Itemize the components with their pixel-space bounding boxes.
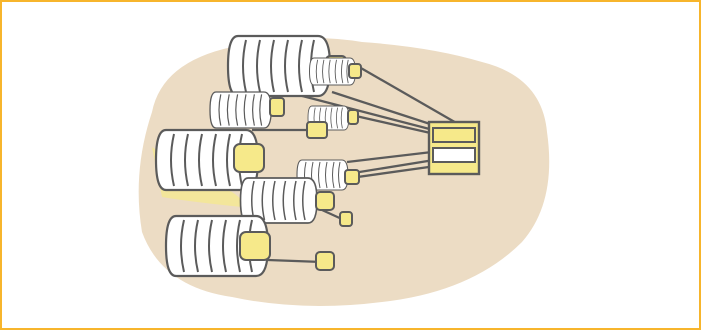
spool-3: [209, 91, 272, 129]
thread-holder-box: [427, 120, 481, 176]
